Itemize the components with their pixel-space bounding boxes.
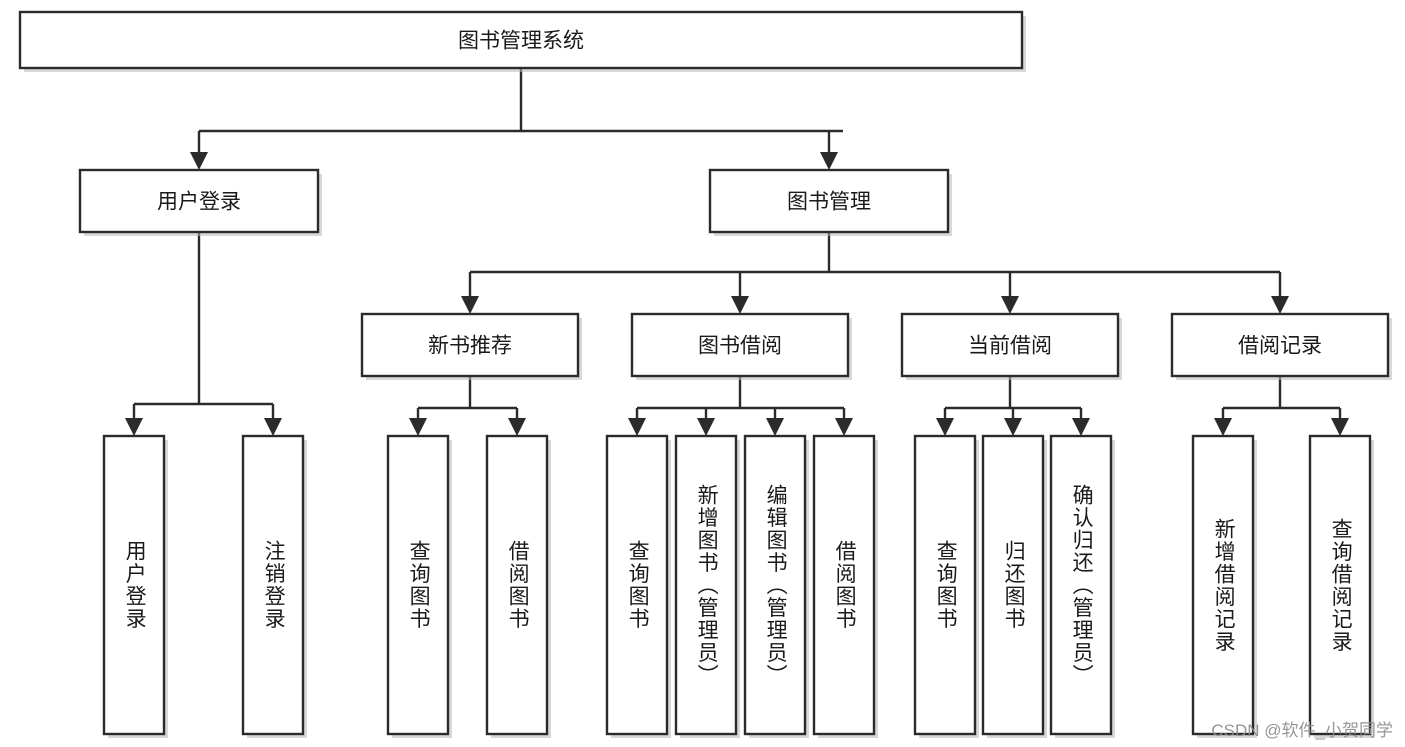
node-layer: 图书管理系统 用户登录 图书管理 新书推荐: [18, 10, 1392, 738]
arrowhead-leaf-add-book: [697, 418, 715, 436]
node-borrow-record[interactable]: 借阅记录: [1170, 312, 1392, 380]
arrowhead-leaf-return-book: [1004, 418, 1022, 436]
arrowhead-leaf-borrow-book: [835, 418, 853, 436]
arrowhead-leaf-confirm-return: [1072, 418, 1090, 436]
arrowhead-book-manage: [820, 152, 838, 170]
node-book-borrow-rect[interactable]: [630, 312, 850, 378]
node-book-manage-rect[interactable]: [708, 168, 950, 234]
node-book-manage[interactable]: 图书管理: [708, 168, 952, 236]
leaf-add-record-rect[interactable]: [1191, 434, 1255, 736]
leaf-query-record-rect[interactable]: [1308, 434, 1372, 736]
leaf-rect-layer: [102, 434, 1374, 738]
node-current-borrow-label: 当前借阅: [968, 335, 1052, 358]
arrowhead-user-login: [190, 152, 208, 170]
leaf-logout-rect[interactable]: [241, 434, 305, 736]
arrowhead-leaf-user-login: [125, 418, 143, 436]
leaf-borrow-book-rect[interactable]: [812, 434, 876, 736]
connector-borrow-record-to-leaves: [1221, 376, 1342, 420]
node-book-manage-label: 图书管理: [787, 191, 871, 214]
node-user-login-label: 用户登录: [157, 191, 241, 214]
node-root[interactable]: 图书管理系统: [18, 10, 1026, 72]
connector-root-to-level2: [197, 68, 843, 154]
arrowhead-leaf-add-record: [1214, 418, 1232, 436]
connector-book-manage-to-level3: [468, 232, 1282, 298]
node-root-label: 图书管理系统: [458, 30, 584, 53]
arrowhead-leaf-query-record: [1331, 418, 1349, 436]
connector-layer: [125, 68, 1349, 436]
node-user-login[interactable]: 用户登录: [78, 168, 322, 236]
node-book-borrow-label: 图书借阅: [698, 335, 782, 358]
leaf-add-book-rect[interactable]: [674, 434, 738, 736]
node-user-login-rect[interactable]: [78, 168, 320, 234]
arrowhead-borrow-record: [1271, 296, 1289, 314]
arrowhead-leaf-query-book-rec: [409, 418, 427, 436]
node-current-borrow[interactable]: 当前借阅: [900, 312, 1122, 380]
leaf-query-book-borrow-rect[interactable]: [605, 434, 669, 736]
leaf-edit-book-rect[interactable]: [743, 434, 807, 736]
node-borrow-record-label: 借阅记录: [1238, 335, 1322, 358]
node-new-book-rec-label: 新书推荐: [428, 335, 512, 358]
arrowhead-book-borrow: [731, 296, 749, 314]
connector-book-borrow-to-leaves: [635, 376, 846, 420]
arrowhead-leaf-borrow-book-rec: [508, 418, 526, 436]
arrowhead-new-book-rec: [461, 296, 479, 314]
arrowhead-leaf-logout: [264, 418, 282, 436]
watermark-text: CSDN @软件_小贺同学: [1211, 721, 1393, 740]
leaf-query-book-rec-rect[interactable]: [386, 434, 450, 736]
node-new-book-rec-rect[interactable]: [360, 312, 580, 378]
node-current-borrow-rect[interactable]: [900, 312, 1120, 378]
node-borrow-record-rect[interactable]: [1170, 312, 1390, 378]
arrowhead-leaf-query-book-borrow: [628, 418, 646, 436]
arrowhead-leaf-query-book-current: [936, 418, 954, 436]
node-new-book-rec[interactable]: 新书推荐: [360, 312, 582, 380]
arrowhead-current-borrow: [1001, 296, 1019, 314]
leaf-confirm-return-rect[interactable]: [1049, 434, 1113, 736]
leaf-return-book-rect[interactable]: [981, 434, 1045, 736]
arrowhead-leaf-edit-book: [766, 418, 784, 436]
connector-new-book-rec-to-leaves: [416, 376, 519, 420]
leaf-user-login-rect[interactable]: [102, 434, 166, 736]
leaf-borrow-book-rec-rect[interactable]: [485, 434, 549, 736]
leaf-query-book-current-rect[interactable]: [913, 434, 977, 736]
node-book-borrow[interactable]: 图书借阅: [630, 312, 852, 380]
node-root-rect[interactable]: [18, 10, 1024, 70]
connector-user-login-to-leaves: [132, 232, 275, 420]
connector-current-borrow-to-leaves: [943, 376, 1083, 420]
